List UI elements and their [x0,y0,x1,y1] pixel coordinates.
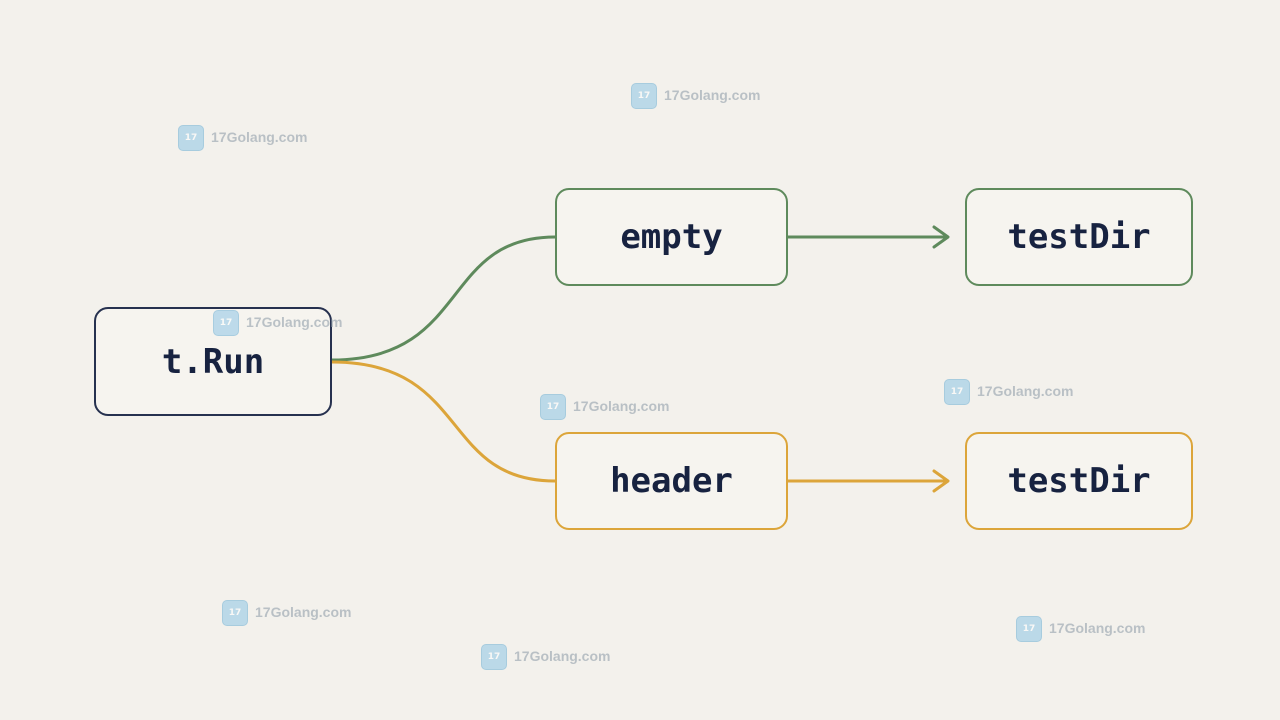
edge-root-to-empty [330,235,557,362]
watermark: 17 17Golang.com [631,83,760,109]
watermark: 17 17Golang.com [540,394,669,420]
node-empty-testdir: testDir [965,188,1193,286]
watermark-text: 17Golang.com [514,648,611,664]
logo-icon: 17 [178,125,204,151]
logo-icon: 17 [540,394,566,420]
watermark: 17 17Golang.com [1016,616,1145,642]
watermark: 17 17Golang.com [944,379,1073,405]
watermark-text: 17Golang.com [255,604,352,620]
watermark-text: 17Golang.com [1049,620,1146,636]
watermark-text: 17Golang.com [211,129,308,145]
logo-icon: 17 [481,644,507,670]
logo-icon: 17 [222,600,248,626]
logo-icon: 17 [631,83,657,109]
logo-icon: 17 [1016,616,1042,642]
watermark: 17 17Golang.com [178,125,307,151]
node-header-testdir: testDir [965,432,1193,530]
watermark-text: 17Golang.com [977,383,1074,399]
node-header: header [555,432,788,530]
arrowhead-icon [932,469,950,493]
watermark-text: 17Golang.com [246,314,343,330]
watermark: 17 17Golang.com [213,310,342,336]
logo-icon: 17 [944,379,970,405]
edge-root-to-header [330,360,557,483]
node-t-run: t.Run [94,307,332,416]
watermark: 17 17Golang.com [222,600,351,626]
logo-icon: 17 [213,310,239,336]
watermark-text: 17Golang.com [664,87,761,103]
watermark-text: 17Golang.com [573,398,670,414]
node-empty: empty [555,188,788,286]
watermark: 17 17Golang.com [481,644,610,670]
arrowhead-icon [932,225,950,249]
